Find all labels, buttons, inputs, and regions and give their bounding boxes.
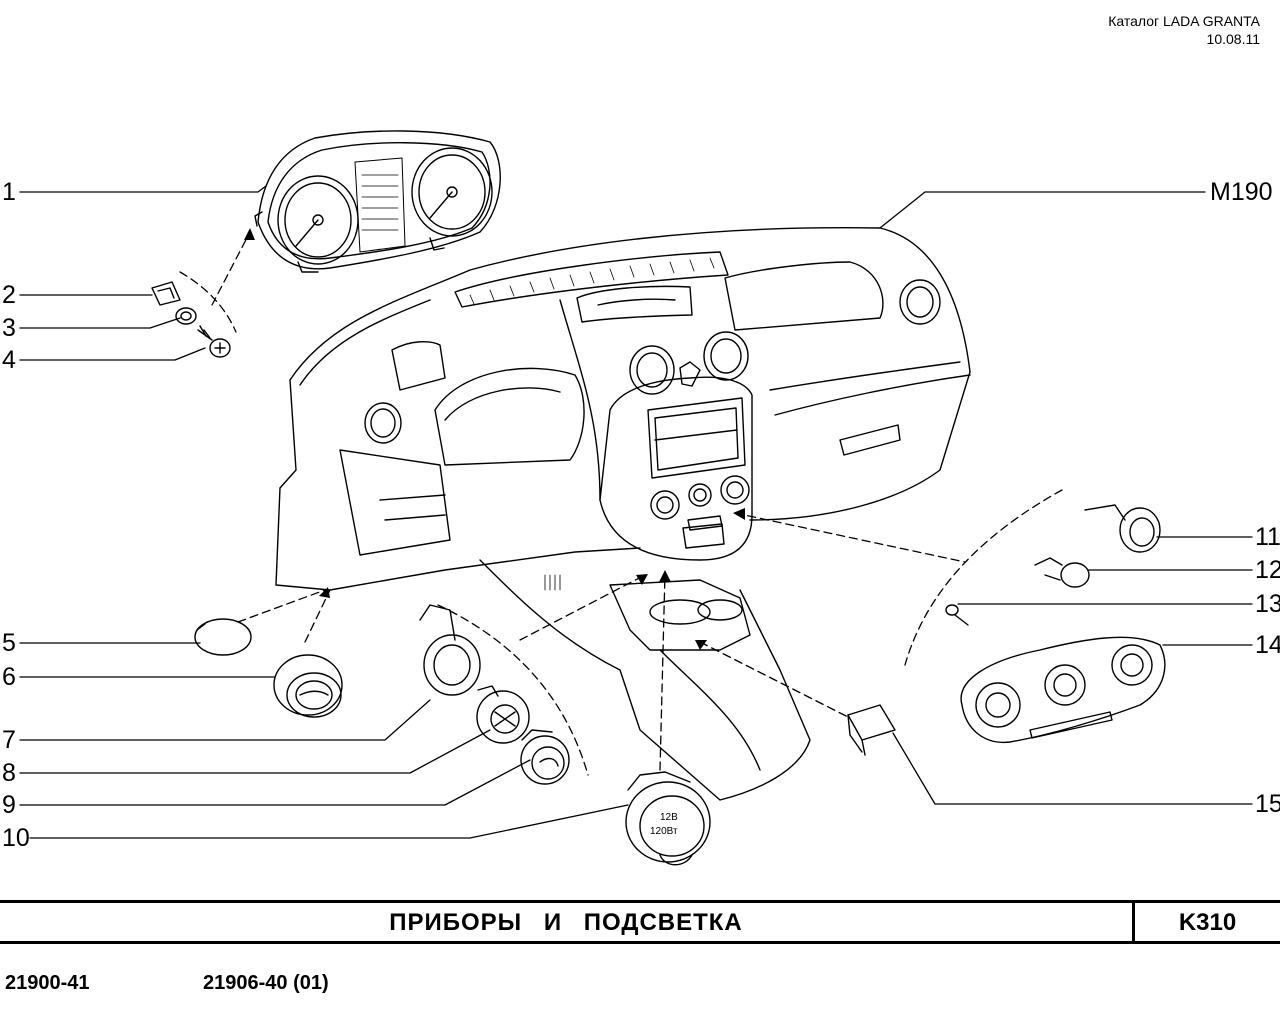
callout-10: 10 [2,824,30,852]
leader-4 [19,347,206,361]
callout-4: 4 [2,346,16,374]
dashboard-panel [275,227,971,801]
callout-8: 8 [2,759,16,787]
socket-voltage-label: 12В [660,812,678,823]
callout-5: 5 [2,629,16,657]
leader-10 [29,804,629,839]
model-code-right: 21906-40 (01) [203,972,329,994]
console-switch [847,704,896,756]
lighter-housing [476,685,530,744]
blank-cap [194,618,252,656]
title-bar: ПРИБОРЫ И ПОДСВЕТКА K310 [0,900,1280,944]
callout-1: 1 [2,178,16,206]
callout-7: 7 [2,726,16,754]
control-knob [1084,504,1161,553]
heater-control-panel [960,636,1166,744]
callout-13: 13 [1255,590,1280,618]
leader-m190 [879,191,1206,229]
leader-8 [19,729,491,774]
section-code: K310 [1178,909,1237,936]
title-divider [1132,903,1135,941]
lighter-plug [520,729,570,785]
callout-3: 3 [2,314,16,342]
leader-lines [19,185,1253,839]
leader-15 [892,732,1253,805]
callout-15: 15 [1255,790,1280,818]
socket-power-label: 120Вт [650,826,678,837]
assembly-lines [179,231,1063,776]
leader-7 [19,699,431,741]
callout-9: 9 [2,791,16,819]
fastener-nut [175,307,197,325]
leader-1 [19,185,267,193]
lamp-socket [1034,557,1090,588]
instrument-cluster [254,130,501,273]
catalog-name: Каталог LADA GRANTA [1108,13,1260,29]
callout-2: 2 [2,281,16,309]
model-code-left: 21900-41 [5,972,90,994]
callout-14: 14 [1255,631,1280,659]
cigar-lighter-socket [419,604,481,696]
self-tapping-screw [945,604,969,626]
callout-12: 12 [1255,556,1280,584]
parts-diagram: 12В 120Вт [19,130,1253,866]
fastener-clip [151,281,181,306]
catalog-date: 10.08.11 [1206,31,1260,47]
catalog-header: Каталог LADA GRANTA 10.08.11 [1108,12,1260,48]
leader-3 [19,317,181,329]
hood-release-switch [273,654,343,718]
section-title: ПРИБОРЫ И ПОДСВЕТКА [389,909,743,936]
leader-9 [19,759,531,806]
fastener-screw [197,325,231,358]
callout-11: 11 [1255,523,1280,551]
power-socket-12v: 12В 120Вт [625,771,711,866]
callout-m190: M190 [1210,178,1273,206]
callout-6: 6 [2,663,16,691]
